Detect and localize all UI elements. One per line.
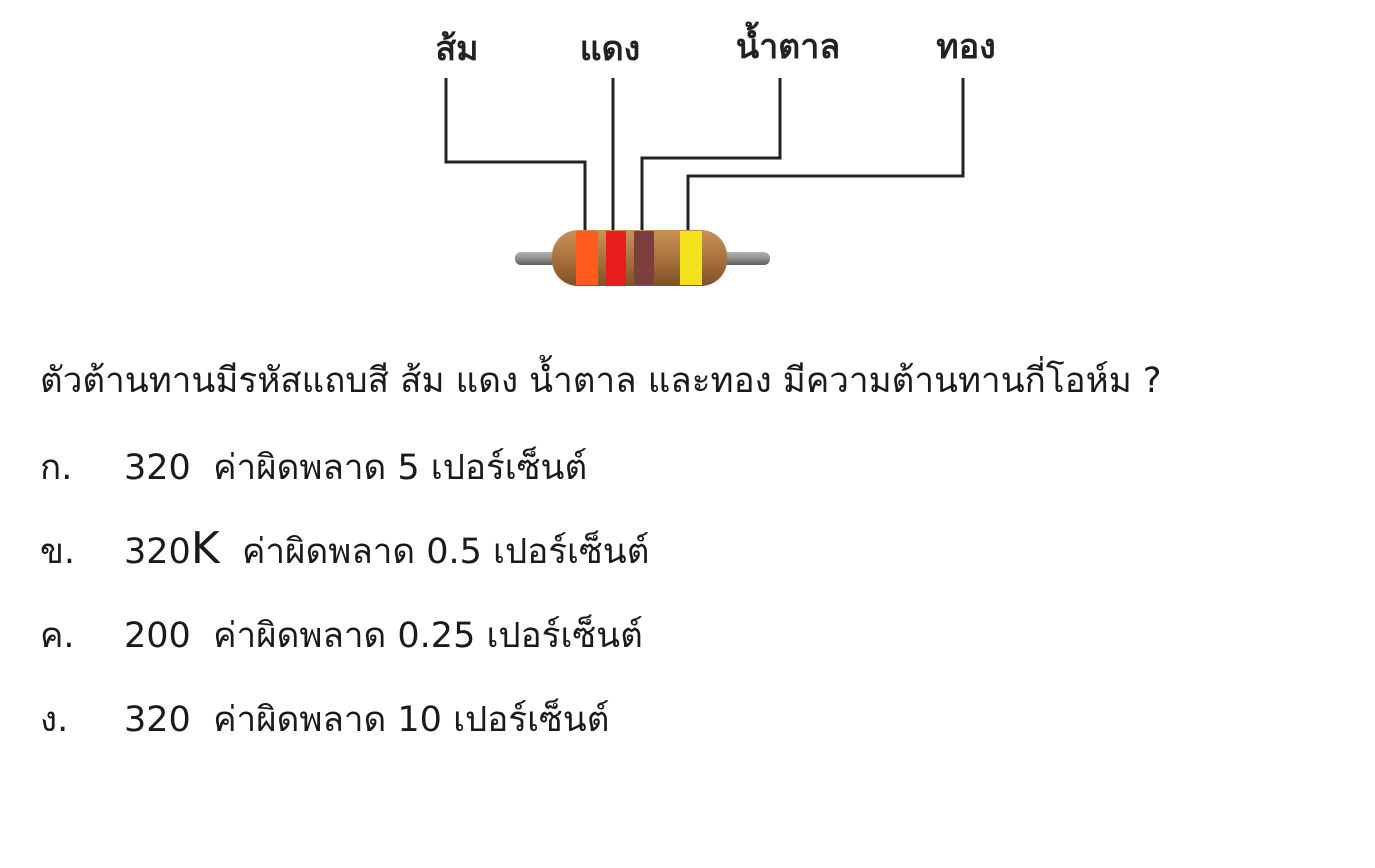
choice-unit: K [190,523,220,574]
band-gold [680,231,702,285]
question-text: ตัวต้านทานมีรหัสแถบสี ส้ม แดง น้ำตาล และ… [40,361,1162,401]
choice-value: 320 [124,448,191,488]
choice-letter: ก. [40,448,73,488]
band-brown [634,231,654,285]
choice-letter: ง. [40,700,69,740]
band-label-brown: น้ำตาล [736,21,840,67]
choice-value: 320 [124,700,191,740]
choice-value: 320 [124,532,191,572]
resistor-diagram: ส้ม แดง น้ำตาล ทอง [435,21,996,286]
choice-text: ค่าผิดพลาด 0.25 เปอร์เซ็นต์ [213,616,643,656]
band-orange [576,231,598,285]
choice-d[interactable]: ง. 320 ค่าผิดพลาด 10 เปอร์เซ็นต์ [40,690,609,747]
choice-text: ค่าผิดพลาด 0.5 เปอร์เซ็นต์ [241,532,650,572]
band-label-red: แดง [580,29,641,69]
choice-b[interactable]: ข. 320K ค่าผิดพลาด 0.5 เปอร์เซ็นต์ [40,522,649,579]
leader-line-orange [444,78,587,230]
resistor-lead-right [718,252,770,265]
leader-line-brown [640,78,782,230]
choice-value: 200 [124,616,191,656]
choice-a[interactable]: ก. 320 ค่าผิดพลาด 5 เปอร์เซ็นต์ [40,438,587,495]
choice-text: ค่าผิดพลาด 10 เปอร์เซ็นต์ [213,700,610,740]
band-label-orange: ส้ม [435,29,478,69]
band-label-gold: ทอง [936,27,995,67]
choice-letter: ข. [40,532,76,572]
band-red [606,231,626,285]
choice-letter: ค. [40,616,75,656]
resistor-figure: ส้ม แดง น้ำตาล ทอง [400,0,1020,300]
choice-c[interactable]: ค. 200 ค่าผิดพลาด 0.25 เปอร์เซ็นต์ [40,606,643,663]
choice-text: ค่าผิดพลาด 5 เปอร์เซ็นต์ [213,448,588,488]
leader-line-gold [686,78,965,230]
